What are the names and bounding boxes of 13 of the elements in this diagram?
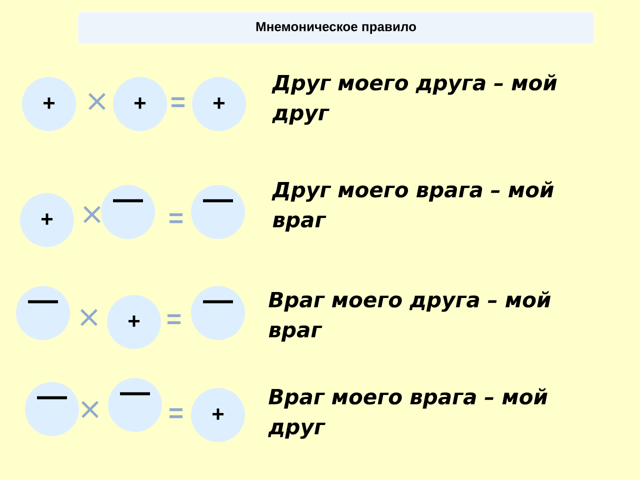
equals-sign: =	[170, 408, 183, 418]
times-sign: ×	[80, 309, 98, 326]
times-sign: ×	[84, 206, 100, 224]
title-bar: Мнемоническое правило	[78, 12, 594, 44]
equals-sign: =	[170, 213, 183, 224]
rule-statement: Друг моего врага – мой враг	[272, 181, 554, 232]
times-sign: ×	[88, 93, 106, 110]
equals-sign: =	[172, 97, 185, 108]
rule-statement: Враг моего врага – мой друг	[268, 388, 548, 439]
rule-statement: Друг моего друга – мой друг	[272, 74, 557, 125]
equals-sign: =	[168, 314, 181, 324]
rule-statement: Враг моего друга – мой враг	[268, 291, 551, 342]
times-sign: ×	[82, 401, 98, 418]
